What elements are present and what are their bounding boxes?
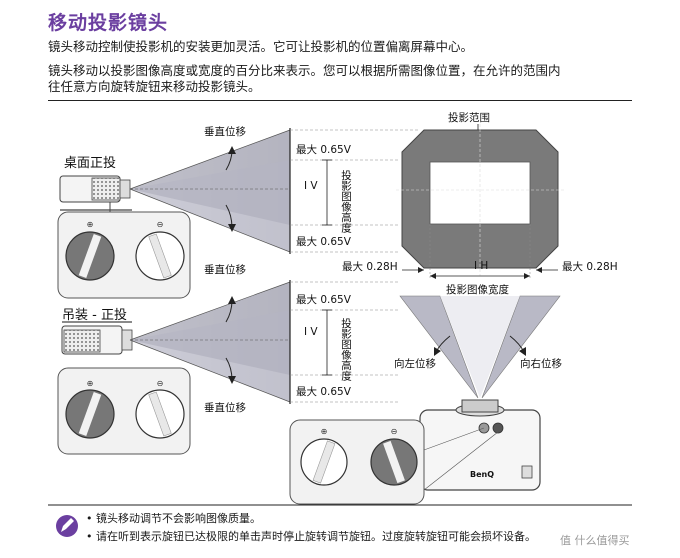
- desk-max-v-bottom: 最大 0.65V: [296, 236, 351, 248]
- intro-paragraph-1: 镜头移动控制使投影机的安装更加灵活。它可让投影机的位置偏离屏幕中心。: [48, 39, 474, 54]
- ceiling-vshift-label: 垂直位移: [204, 402, 246, 414]
- max-h-right: 最大 0.28H: [562, 261, 618, 273]
- projected-image-rect: [429, 161, 531, 225]
- shift-right-label: 向右位移: [520, 358, 562, 370]
- desk-iv: I V: [304, 180, 318, 192]
- ceiling-max-v-top: 最大 0.65V: [296, 294, 351, 306]
- section-desk-front: 桌面正投: [64, 156, 117, 171]
- desk-vshift-label-top: 垂直位移: [204, 126, 246, 138]
- note-2: • 请在听到表示旋钮已达极限的单击声时停止旋转调节旋钮。过度旋转旋钮可能会损坏设…: [86, 530, 536, 543]
- ceiling-max-v-bottom: 最大 0.65V: [296, 386, 351, 398]
- note-pencil-icon: [56, 515, 78, 537]
- svg-text:⊕: ⊕: [87, 220, 94, 229]
- ceiling-front-diagram: [61, 280, 400, 404]
- svg-text:⊕: ⊕: [321, 427, 328, 436]
- note-1: • 镜头移动调节不会影响图像质量。: [86, 512, 261, 525]
- ceiling-image-height: 投影图像高度: [340, 318, 352, 381]
- desk-image-height: 投影图像高度: [340, 170, 352, 233]
- page-title: 移动投影镜头: [48, 12, 169, 34]
- shift-left-label: 向左位移: [394, 358, 436, 370]
- ceiling-projector-icon: [61, 321, 133, 355]
- ceiling-knob-panel: ⊕ ⊖: [57, 367, 191, 455]
- desk-knob-panel: ⊕ ⊖: [57, 211, 191, 299]
- svg-text:⊕: ⊕: [87, 379, 94, 388]
- ih-label: I H: [474, 260, 489, 272]
- top-divider: [48, 100, 632, 101]
- desk-max-v-top: 最大 0.65V: [296, 144, 351, 156]
- zoom-knob-panel: ⊕ ⊖: [289, 419, 499, 505]
- svg-text:⊖: ⊖: [391, 427, 398, 436]
- desk-projector-icon: [59, 175, 132, 212]
- desk-beam-down: [130, 160, 290, 252]
- brand-logo: BenQ: [470, 470, 495, 479]
- horizontal-shift-beams: [399, 295, 561, 399]
- max-h-left: 最大 0.28H: [342, 261, 398, 273]
- section-ceiling-front: 吊装 - 正投: [62, 308, 127, 323]
- ceiling-iv: I V: [304, 326, 318, 338]
- desk-front-diagram: [59, 128, 420, 254]
- intro-paragraph-2a: 镜头移动以投影图像高度或宽度的百分比来表示。您可以根据所需图像位置，在允许的范围…: [48, 63, 561, 78]
- image-width-label: 投影图像宽度: [446, 284, 509, 296]
- desk-vshift-label-bottom: 垂直位移: [204, 264, 246, 276]
- svg-text:⊖: ⊖: [157, 379, 164, 388]
- watermark: 值 什么值得买: [560, 534, 630, 547]
- projection-range-diagram: [396, 124, 566, 280]
- svg-text:⊖: ⊖: [157, 220, 164, 229]
- intro-paragraph-2b: 往任意方向旋转旋钮来移动投影镜头。: [48, 79, 261, 94]
- projection-range-label: 投影范围: [448, 112, 490, 124]
